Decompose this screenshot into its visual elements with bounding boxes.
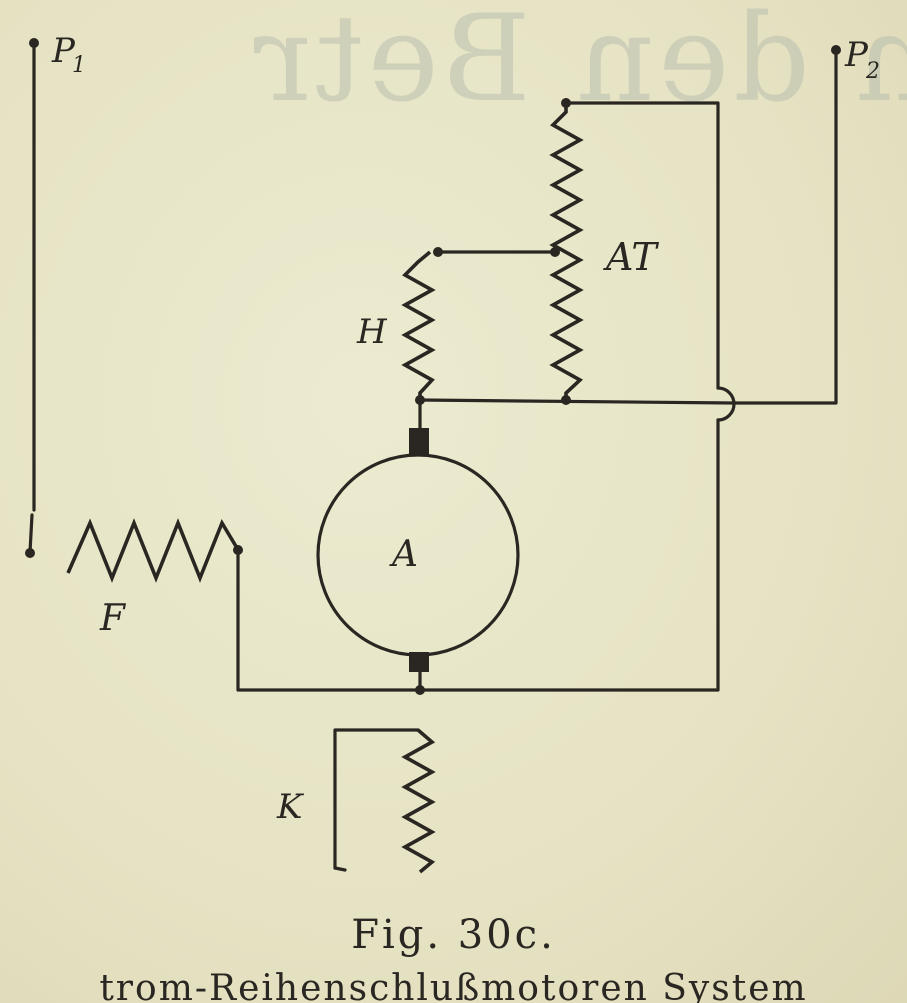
label-a: A (389, 534, 418, 575)
field-winding-f (66, 518, 424, 692)
label-p1-sub: 1 (72, 53, 86, 78)
label-h: H (356, 312, 388, 352)
terminal-p2 (731, 45, 841, 405)
bus-wire (418, 398, 735, 405)
figure-caption: Fig. 30c. (351, 912, 556, 958)
label-f: F (99, 598, 127, 639)
winding-h (401, 247, 557, 405)
label-k: K (276, 787, 305, 827)
figure-subcaption: trom-Reihenschlußmotoren System (99, 968, 808, 1003)
label-p2-sub: 2 (865, 59, 880, 84)
label-at: AT (603, 235, 659, 279)
armature-a (316, 398, 520, 695)
label-p2: P (844, 35, 869, 75)
winding-k (333, 728, 436, 874)
resistor-at (549, 98, 584, 405)
label-p1: P (51, 31, 76, 71)
return-wire (418, 101, 736, 692)
terminal-p1 (25, 38, 39, 558)
